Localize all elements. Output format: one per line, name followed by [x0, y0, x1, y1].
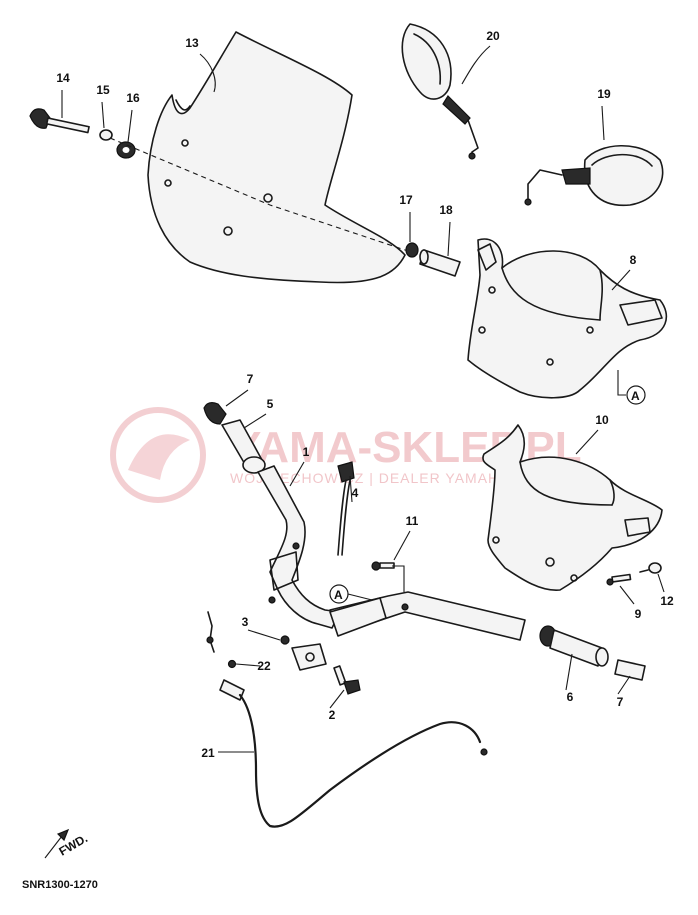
- bolt-part-14: [29, 108, 90, 134]
- callout-20: 20: [486, 29, 500, 43]
- callout-7: 7: [617, 695, 624, 709]
- callout-5: 5: [267, 397, 274, 411]
- grip-left-part-5: [221, 419, 266, 474]
- watermark-sub: WOJCIECHOWICZ | DEALER YAMAHA: [230, 470, 509, 486]
- screw-part-9: [606, 573, 632, 586]
- grommet-part-16: [116, 141, 136, 159]
- grip-right-part-6: [539, 625, 609, 667]
- callout-19: 19: [597, 87, 611, 101]
- nut-part-12: [639, 562, 662, 574]
- callout-12: 12: [660, 594, 674, 608]
- washer-part-15: [99, 129, 113, 141]
- mirror-left-part-20: [401, 23, 479, 160]
- callout-8: 8: [630, 253, 637, 267]
- ref-marker-a-top: A: [617, 370, 646, 405]
- callout-9: 9: [635, 607, 642, 621]
- assembly-line-windshield: [109, 137, 421, 256]
- screw-part-11: [371, 561, 395, 571]
- callout-6: 6: [567, 690, 574, 704]
- callout-7: 7: [247, 372, 254, 386]
- throttle-cable-part-21: [206, 611, 488, 828]
- handlebar-part-1: [257, 465, 526, 641]
- callout-18: 18: [439, 203, 453, 217]
- callout-13: 13: [185, 36, 199, 50]
- callout-3: 3: [242, 615, 249, 629]
- mirror-right-part-19: [524, 144, 664, 207]
- callout-11: 11: [406, 514, 419, 528]
- callout-10: 10: [595, 413, 609, 427]
- bolt-part-2: [333, 665, 361, 695]
- bracket-part-3: [280, 635, 327, 671]
- cable-tie-part-4: [337, 461, 355, 556]
- ref-marker-a-bottom: A: [329, 584, 373, 604]
- leader-lines: [61, 45, 665, 753]
- leader-line-11: [392, 565, 405, 592]
- diagram-code: SNR1300-1270: [22, 879, 98, 891]
- callout-17: 17: [399, 193, 413, 207]
- callout-16: 16: [126, 91, 140, 105]
- washer-part-17: [405, 242, 419, 258]
- fwd-direction-mark: FWD.: [44, 828, 90, 859]
- windshield-part-13: [147, 31, 406, 284]
- callout-15: 15: [96, 83, 110, 97]
- handlebar-cover-rear-part-8: [467, 238, 668, 399]
- handlebar-cover-front-part-10: [482, 424, 663, 591]
- callout-1: 1: [303, 445, 310, 459]
- callout-4: 4: [352, 486, 359, 500]
- grip-end-left-part-7: [203, 402, 227, 425]
- grip-end-right-part-7: [614, 659, 646, 681]
- ref-marker-a-label: A: [631, 389, 640, 403]
- callout-21: 21: [201, 746, 215, 760]
- callout-14: 14: [56, 71, 70, 85]
- callout-2: 2: [329, 708, 336, 722]
- callout-22: 22: [257, 659, 271, 673]
- bolt-part-22: [227, 659, 237, 669]
- ref-marker-a-label-2: A: [334, 588, 343, 602]
- collar-part-18: [419, 249, 461, 277]
